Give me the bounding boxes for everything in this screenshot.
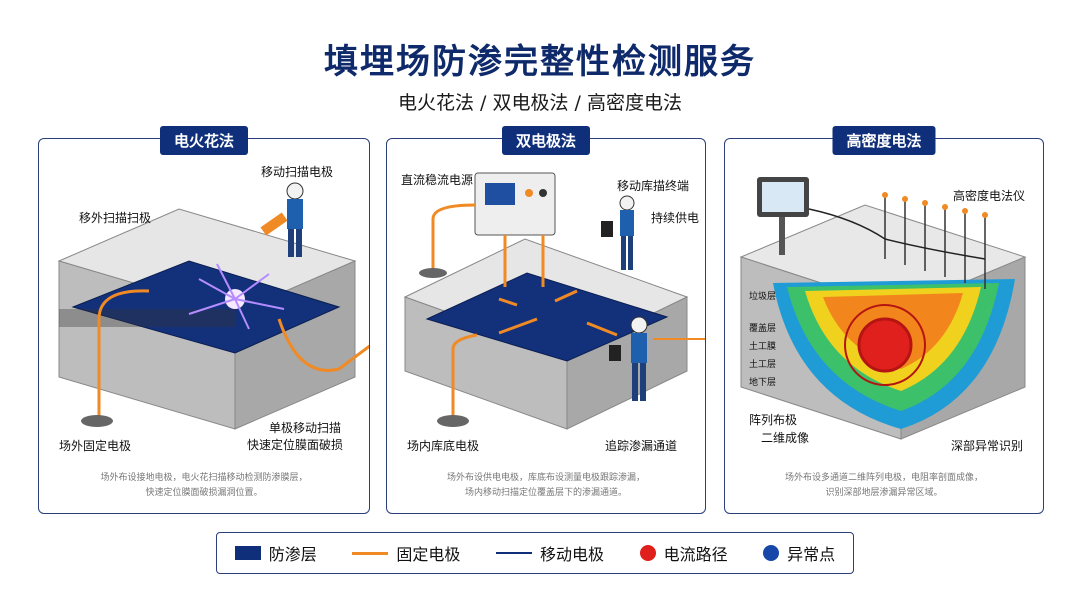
legend-swatch (763, 545, 780, 561)
panel-high-density: 高密度电法 高密度电法仪 垃圾层 覆盖层 土工膜 土工层 (724, 126, 1044, 514)
label-array-electrodes: 阵列布极 (749, 413, 798, 427)
label-continuous-power: 持续供电 (651, 211, 700, 225)
electrode-icon (419, 268, 447, 278)
spark-icon (188, 263, 285, 330)
label-layer-soil: 土工层 (749, 360, 777, 370)
page-title: 填埋场防渗完整性检测服务 (324, 42, 756, 82)
legend-swatch (352, 551, 389, 555)
panel-note-line: 场内移动扫描定位覆盖层下的渗漏通道。 (464, 488, 627, 498)
label-layer-cover: 覆盖层 (749, 324, 777, 334)
dual-electrode-diagram (403, 172, 705, 430)
legend-label: 固定电极 (396, 545, 461, 564)
label-inner-bottom-electrode: 场内库底电极 (407, 439, 480, 453)
legend-label: 电流路径 (663, 545, 728, 564)
power-supply-icon (474, 172, 556, 236)
legend-label: 移动电极 (539, 545, 604, 564)
label-fixed-electrode: 场外固定电极 (59, 439, 132, 453)
panel-note-line: 识别深部地层渗漏异常区域。 (825, 488, 943, 498)
legend-label: 异常点 (787, 545, 836, 564)
electrode-icon (81, 415, 113, 427)
legend-swatch (639, 545, 656, 561)
panel-tag-spark: 电火花法 (159, 126, 249, 155)
panel-dual-electrode: 双电极法 (386, 126, 706, 514)
panel-note-line: 场外布设供电电极，库底布设测量电极跟踪渗漏， (446, 473, 645, 483)
legend-label: 防渗层 (268, 545, 317, 564)
legend-item-moving: 移动电极 (495, 541, 604, 565)
worker-icon (609, 316, 648, 401)
label-layer-membrane: 土工膜 (749, 342, 777, 352)
label-single-pole-scan: 单极移动扫描 (269, 421, 342, 435)
label-deep-anomaly: 深部异常识别 (951, 439, 1024, 453)
worker-icon (601, 195, 635, 270)
label-mobile-terminal: 移动库描终端 (617, 179, 690, 193)
page-subtitle: 电火花法 / 双电极法 / 高密度电法 (398, 92, 682, 114)
monitor-icon (757, 177, 809, 255)
high-density-diagram (739, 177, 1027, 440)
panel-tag-dual: 双电极法 (501, 126, 591, 155)
label-hd-instrument: 高密度电法仪 (953, 189, 1026, 203)
legend-item-barrier: 防渗层 (234, 541, 317, 565)
legend: 防渗层 固定电极 移动电极 电流路径 异常点 (216, 532, 854, 574)
worker-icon (260, 182, 304, 257)
label-moving-scan-electrode: 移动扫描电极 (261, 165, 334, 179)
label-layer-ground: 地下层 (749, 378, 777, 388)
panel-note-line: 快速定位膜面破损漏洞位置。 (145, 488, 263, 498)
legend-swatch (234, 546, 261, 560)
electrode-icon (437, 415, 469, 427)
label-layer-waste: 垃圾层 (749, 292, 777, 302)
legend-item-fixed: 固定电极 (352, 541, 460, 565)
tablet-icon (609, 345, 621, 361)
spark-diagram (57, 182, 369, 430)
label-trace-leak: 追踪渗漏通道 (605, 439, 678, 453)
panel-note-line: 场外布设接地电极，电火花扫描移动检测防渗膜层， (100, 473, 308, 483)
panel-tag-high-density: 高密度电法 (832, 126, 936, 155)
tablet-icon (601, 221, 613, 237)
label-locate-damage: 快速定位膜面破损 (247, 438, 344, 452)
label-dc-supply: 直流稳流电源 (401, 173, 474, 187)
label-2d-imaging: 二维成像 (761, 431, 810, 445)
panel-spark-method: 电火花法 移动扫描电极 移外扫描扫极 场外固定电极 单极移动扫描 快速定位膜面破… (38, 126, 370, 514)
legend-item-anomaly: 异常点 (763, 541, 835, 565)
label-outer-scan-pole: 移外扫描扫极 (79, 211, 152, 225)
electrode-icon (884, 195, 986, 289)
legend-item-current: 电流路径 (639, 541, 728, 565)
panel-note-line: 场外布设多通道二维阵列电极，电阻率剖面成像， (784, 473, 983, 483)
legend-swatch (495, 552, 532, 554)
